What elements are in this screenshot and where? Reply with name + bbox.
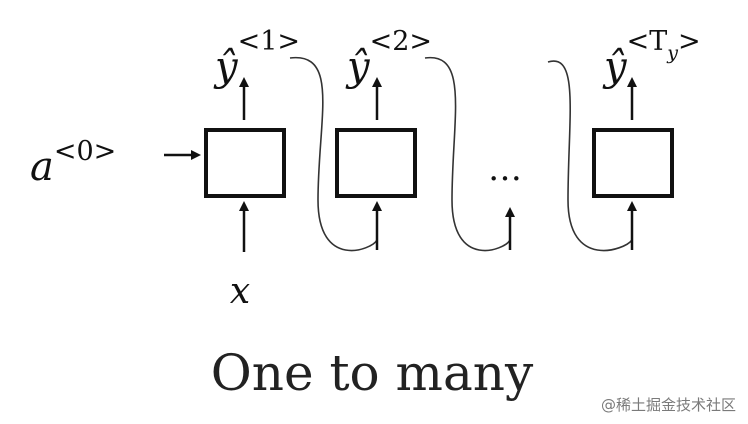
rnn-cell-3 xyxy=(592,128,674,198)
feedback-curve-1 xyxy=(289,56,378,252)
rnn-cell-2 xyxy=(335,128,417,198)
output-label-1: ŷ<1> xyxy=(213,26,300,90)
initial-state-label: a<0> xyxy=(30,136,116,190)
ellipsis: … xyxy=(488,149,522,189)
rnn-cell-1 xyxy=(204,128,286,198)
feedback-curve-3 xyxy=(547,60,633,252)
output-label-2: ŷ<2> xyxy=(345,26,432,90)
watermark: @稀土掘金技术社区 xyxy=(601,396,736,414)
feedback-curve-2 xyxy=(424,57,511,252)
input-label: x xyxy=(230,271,250,312)
output-label-3: ŷ<Ty> xyxy=(602,26,701,90)
diagram-caption: One to many xyxy=(211,344,534,402)
